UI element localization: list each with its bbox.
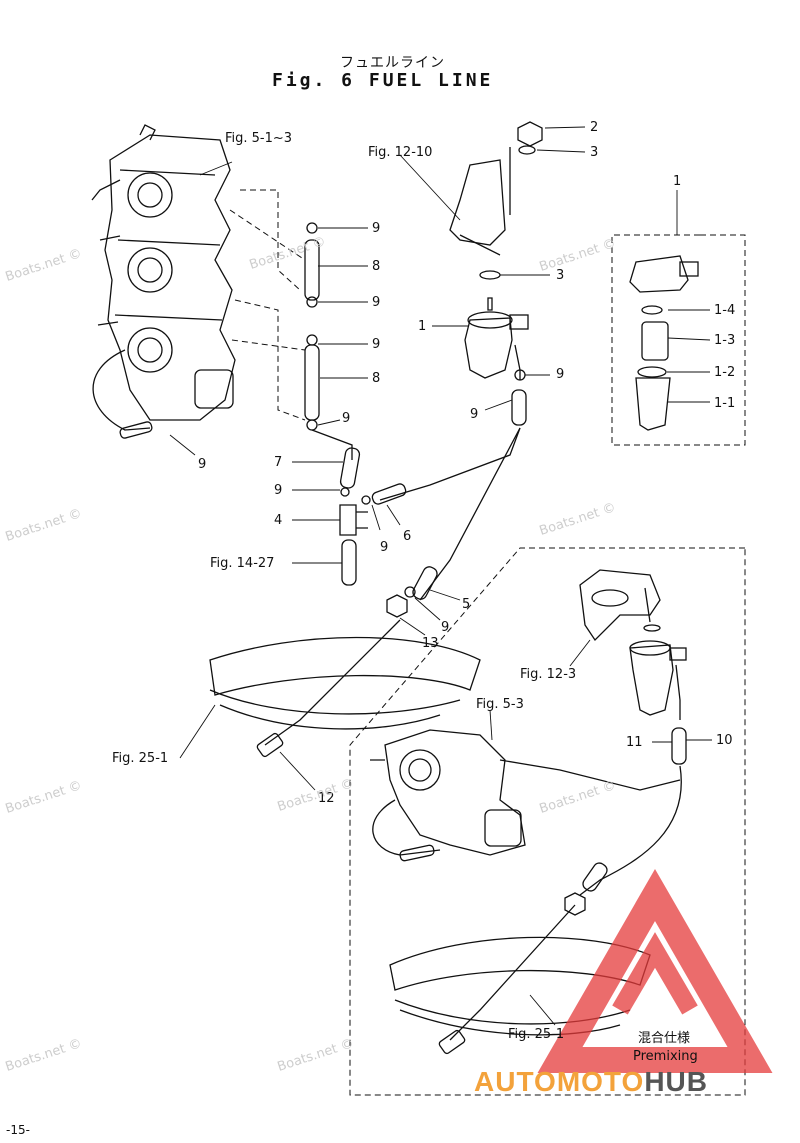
ref-fig-5-3: Fig. 5-3 bbox=[476, 697, 524, 712]
ref-fig-25-1: Fig. 25-1 bbox=[508, 1027, 565, 1042]
callout-1-2: 1-2 bbox=[714, 365, 736, 380]
automotohub-logo-mark bbox=[537, 868, 773, 1073]
callout-1: 1 bbox=[418, 319, 427, 334]
callout-7: 7 bbox=[274, 455, 283, 470]
ref-fig-5-1-3: Fig. 5-1~3 bbox=[225, 131, 293, 146]
callout-8: 8 bbox=[372, 259, 381, 274]
callout-1-3: 1-3 bbox=[714, 333, 736, 348]
callout-11: 11 bbox=[626, 735, 643, 750]
callout-9: 9 bbox=[198, 457, 207, 472]
callout-9: 9 bbox=[372, 295, 381, 310]
callout-5: 5 bbox=[462, 597, 471, 612]
callout-9: 9 bbox=[372, 337, 381, 352]
callout-13: 13 bbox=[422, 636, 439, 651]
callout-1-1: 1-1 bbox=[714, 396, 736, 411]
filter-exploded bbox=[629, 255, 699, 431]
callout-9: 9 bbox=[556, 367, 565, 382]
automotohub-logo-text: AUTOMOTOHUB bbox=[474, 1066, 708, 1097]
callout-6: 6 bbox=[403, 529, 412, 544]
callout-3: 3 bbox=[556, 268, 565, 283]
callout-10: 10 bbox=[716, 733, 733, 748]
callout-8: 8 bbox=[372, 371, 381, 386]
ref-fig-25-1: Fig. 25-1 bbox=[112, 751, 169, 766]
premix-label-jp: 混合仕様 bbox=[638, 1031, 691, 1046]
carb-hose bbox=[92, 349, 151, 431]
callout-4: 4 bbox=[274, 513, 283, 528]
ref-fig-12-3: Fig. 12-3 bbox=[520, 667, 577, 682]
ref-fig-14-27: Fig. 14-27 bbox=[210, 556, 275, 571]
premix-label: Premixing bbox=[633, 1049, 698, 1064]
callout-2: 2 bbox=[590, 120, 599, 135]
callout-9: 9 bbox=[372, 221, 381, 236]
fuel-filter bbox=[464, 297, 529, 379]
callout-1-group: 1 bbox=[673, 174, 682, 189]
carburetor-single bbox=[370, 729, 681, 856]
carburetor-stack bbox=[91, 124, 236, 421]
callout-12: 12 bbox=[318, 791, 335, 806]
callout-1-4: 1-4 bbox=[714, 303, 736, 318]
callout-3: 3 bbox=[590, 145, 599, 160]
ref-fig-12-10: Fig. 12-10 bbox=[368, 145, 433, 160]
callout-9: 9 bbox=[274, 483, 283, 498]
page-title: Fig. 6 FUEL LINE bbox=[272, 70, 494, 91]
callout-9: 9 bbox=[342, 411, 351, 426]
page-number: -15- bbox=[6, 1123, 30, 1137]
hose-8-top bbox=[304, 239, 320, 301]
callout-9: 9 bbox=[441, 620, 450, 635]
callout-9: 9 bbox=[380, 540, 389, 555]
title-japanese: フュエルライン bbox=[340, 55, 445, 71]
callout-9: 9 bbox=[470, 407, 479, 422]
hose-8-bottom bbox=[304, 344, 320, 421]
